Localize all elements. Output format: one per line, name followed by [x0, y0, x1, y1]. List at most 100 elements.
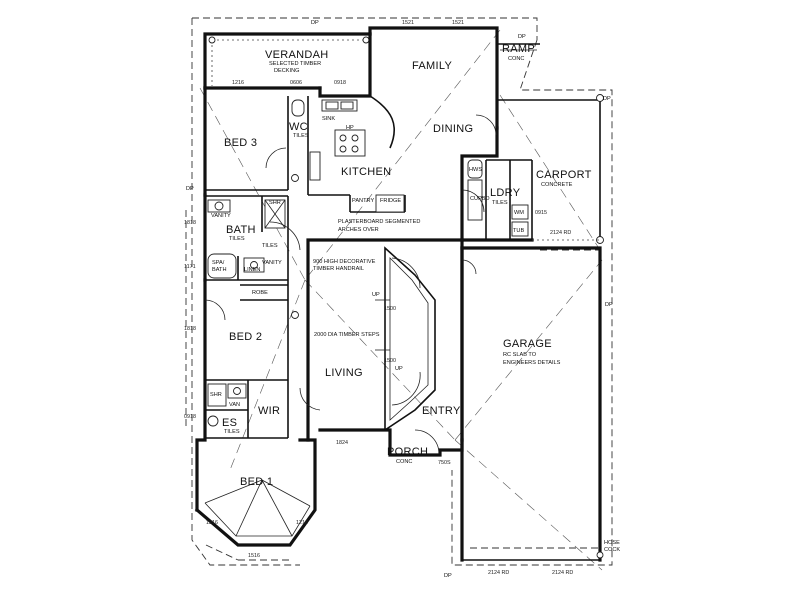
label-carport: CARPORT — [536, 169, 592, 181]
label-garage-sub: RC SLAB TO — [503, 352, 537, 358]
roof-outline — [185, 17, 613, 566]
label-carport-sub: CONCRETE — [541, 182, 573, 188]
label-fridge: FRIDGE — [380, 198, 401, 204]
label-living: LIVING — [325, 367, 363, 379]
dim-s2: 1818 — [184, 326, 196, 332]
dim-cp2: 0915 — [535, 210, 547, 216]
label-porch: PORCH — [387, 446, 428, 458]
label-tub: TUB — [513, 228, 524, 234]
label-wm: WM — [514, 210, 524, 216]
label-sink: SINK — [322, 116, 335, 122]
living-steps — [375, 246, 436, 432]
label-spa2: BATH — [212, 267, 227, 273]
label-entry: ENTRY — [422, 405, 461, 417]
label-pantry: PANTRY — [352, 198, 374, 204]
label-bath-sub: TILES — [229, 236, 245, 242]
note-handrail2: TIMBER HANDRAIL — [313, 266, 364, 272]
label-porch-sub: CONC — [396, 459, 412, 465]
label-hp: HP — [346, 125, 354, 131]
label-bed2: BED 2 — [229, 331, 262, 343]
dim-b3: 1216 — [296, 520, 308, 526]
note-up2: UP — [395, 366, 403, 372]
dim-top2: 1521 — [452, 20, 464, 26]
label-vanity2: VANITY — [262, 260, 282, 266]
dim-b2: 1216 — [206, 520, 218, 526]
label-shr: SHR — [269, 200, 281, 206]
room-labels: VERANDAH SELECTED TIMBER DECKING FAMILY … — [210, 43, 592, 488]
label-linen: LINEN — [244, 267, 260, 273]
dim-v2: 0606 — [290, 80, 302, 86]
note-up1: UP — [372, 292, 380, 298]
label-ramp: RAMP — [502, 43, 535, 55]
label-wc-sub: TILES — [293, 133, 309, 139]
label-vanity: VANITY — [211, 213, 231, 219]
label-family: FAMILY — [412, 60, 452, 72]
kitchen-fixtures — [291, 95, 405, 319]
label-dining: DINING — [433, 123, 473, 135]
door-swings — [204, 114, 497, 455]
label-bed3: BED 3 — [224, 137, 257, 149]
dim-top1: 1521 — [402, 20, 414, 26]
note-dp2: DP — [518, 34, 526, 40]
carport — [497, 94, 604, 251]
bathroom-fixtures — [207, 99, 305, 427]
label-bed1: BED 1 — [240, 476, 273, 488]
note-dp4: DP — [186, 186, 194, 192]
note-plasterboard: PLASTERBOARD SEGMENTED — [338, 219, 420, 225]
label-es: ES — [222, 417, 237, 429]
label-verandah: VERANDAH — [265, 49, 329, 61]
label-wir: WIR — [258, 405, 280, 417]
ramp — [497, 43, 540, 51]
note-dp6: DP — [444, 573, 452, 579]
label-garage-sub2: ENGINEERS DETAILS — [503, 360, 561, 366]
dim-cp1: 2124 RD — [550, 230, 571, 236]
note-dp3: DP — [603, 96, 611, 102]
laundry-fixtures — [467, 159, 529, 237]
dim-l1: 1500 — [384, 306, 396, 312]
note-steps: 2000 DIA TIMBER STEPS — [314, 332, 380, 338]
label-ldry-sub: TILES — [492, 200, 508, 206]
label-spa: SPA/ — [212, 260, 225, 266]
note-dp5: DP — [605, 302, 613, 308]
dim-v3: 0918 — [334, 80, 346, 86]
label-es-sub: TILES — [224, 429, 240, 435]
roof-hip-lines — [199, 29, 603, 571]
label-ldry: LDRY — [490, 187, 521, 199]
note-handrail1: 900 HIGH DECORATIVE — [313, 259, 376, 265]
label-tiles: TILES — [262, 243, 278, 249]
label-wc: WC — [289, 121, 308, 133]
note-arches: ARCHES OVER — [338, 227, 379, 233]
exterior-walls — [194, 26, 534, 547]
dim-g2: 2124 RD — [552, 570, 573, 576]
label-garage: GARAGE — [503, 338, 552, 350]
note-hose2: COCK — [604, 547, 620, 553]
label-hws: HWS — [469, 167, 482, 173]
dim-v1: 1216 — [232, 80, 244, 86]
interior-walls — [205, 96, 533, 439]
note-hose1: HOSE — [604, 540, 620, 546]
label-verandah-sub: SELECTED TIMBER — [269, 61, 321, 67]
dim-p2: 750S — [438, 460, 451, 466]
dim-p1: 1824 — [336, 440, 348, 446]
label-robe: ROBE — [252, 290, 268, 296]
dim-s4: 0918 — [184, 414, 196, 420]
dimensions: 1521 1521 1216 0606 0918 2124 RD 0915 18… — [184, 20, 573, 576]
notes: PLASTERBOARD SEGMENTED ARCHES OVER 900 H… — [186, 20, 620, 579]
dim-s3: 1171 — [184, 264, 196, 270]
bed1-bay — [204, 479, 311, 561]
verandah — [203, 32, 372, 90]
dim-g1: 2124 RD — [488, 570, 509, 576]
note-dp1: DP — [311, 20, 319, 26]
dim-s1: 1818 — [184, 220, 196, 226]
garage — [460, 246, 604, 562]
label-vanity3: VAN — [229, 402, 240, 408]
label-verandah-sub2: DECKING — [274, 68, 300, 74]
label-cupbd: CUPBD — [470, 196, 490, 202]
label-bath: BATH — [226, 224, 256, 236]
label-shr2: SHR — [210, 392, 222, 398]
dim-b1: 1516 — [248, 553, 260, 559]
label-kitchen: KITCHEN — [341, 166, 391, 178]
label-ramp-sub: CONC — [508, 56, 524, 62]
dim-l2: 1500 — [384, 358, 396, 364]
